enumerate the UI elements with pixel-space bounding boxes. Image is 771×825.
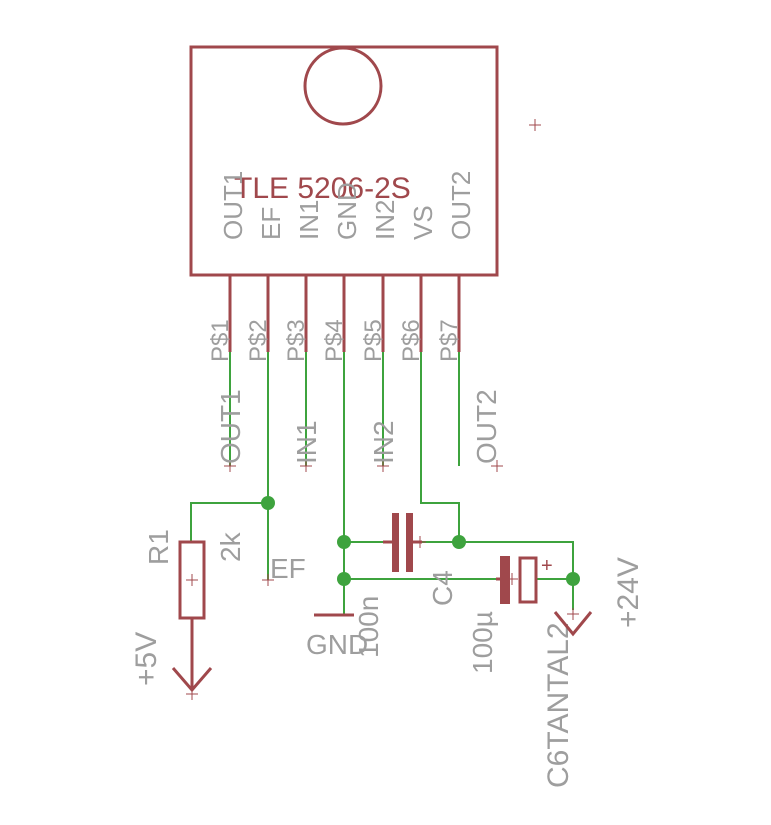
supply-5v-label: +5V [130,632,163,686]
resistor-r1: R1 2k [143,529,246,690]
pin-name-in1: IN1 [294,200,324,240]
resistor-r1-name: R1 [143,529,174,565]
net-label-in1: IN1 [291,420,322,464]
capacitor-c4-value: 100n [353,596,384,658]
pin-name-in2: IN2 [370,200,400,240]
junction-24v [566,572,580,586]
resistor-r1-value: 2k [215,531,246,562]
wire-vs [420,352,460,542]
pin-name-ef: EF [256,207,286,240]
ic-name: TLE 5206-2S [234,172,411,205]
net-label-in2: IN2 [368,420,399,464]
capacitor-c6-name: C6TANTAL2 [542,622,575,788]
capacitor-c4-name: C4 [427,570,458,606]
net-labels: OUT1 IN1 IN2 OUT2 EF GND [215,389,502,660]
capacitor-c6-plate-neg [500,556,510,604]
net-label-ef: EF [270,553,306,584]
ic-pad-labels: P$1 P$2 P$3 P$4 P$5 P$6 P$7 [207,319,463,362]
capacitor-c4-plate-left [392,513,399,572]
junction-gnd-c6 [337,572,351,586]
net-label-gnd: GND [306,629,368,660]
wires [190,352,574,615]
pin-name-out1: OUT1 [218,171,248,240]
supply-24v-arrow [553,611,593,637]
ic-tle5206: TLE 5206-2S OUT1 EF IN1 GND IN2 VS OUT2 [189,45,541,277]
pin-name-gnd: GND [332,182,362,240]
ic-mounting-hole [303,46,383,126]
capacitor-c4: 100n C4 [353,513,458,658]
net-label-marks [224,460,503,586]
capacitor-c6: + 100µ C6TANTAL2 [467,555,575,788]
junction-vs [452,535,466,549]
capacitor-c6-value: 100µ [467,611,498,674]
supply-24v-label: +24V [612,557,645,628]
net-label-out1: OUT1 [215,389,246,464]
pin-name-vs: VS [408,205,438,240]
pin-name-out2: OUT2 [446,171,476,240]
wire-ef-r1 [190,502,268,542]
junction-gnd-c4 [337,535,351,549]
wire-vs-24v [459,541,574,610]
ic-pin-legs [228,275,461,352]
supply-5v: +5V [130,632,213,700]
capacitor-c6-plate-pos [518,556,538,604]
capacitor-c4-plate-right [406,513,413,572]
junctions [261,496,580,586]
supply-24v: +24V [553,557,645,637]
net-label-out2: OUT2 [471,389,502,464]
junction-ef [261,496,275,510]
capacitor-c6-plus: + [541,555,553,577]
